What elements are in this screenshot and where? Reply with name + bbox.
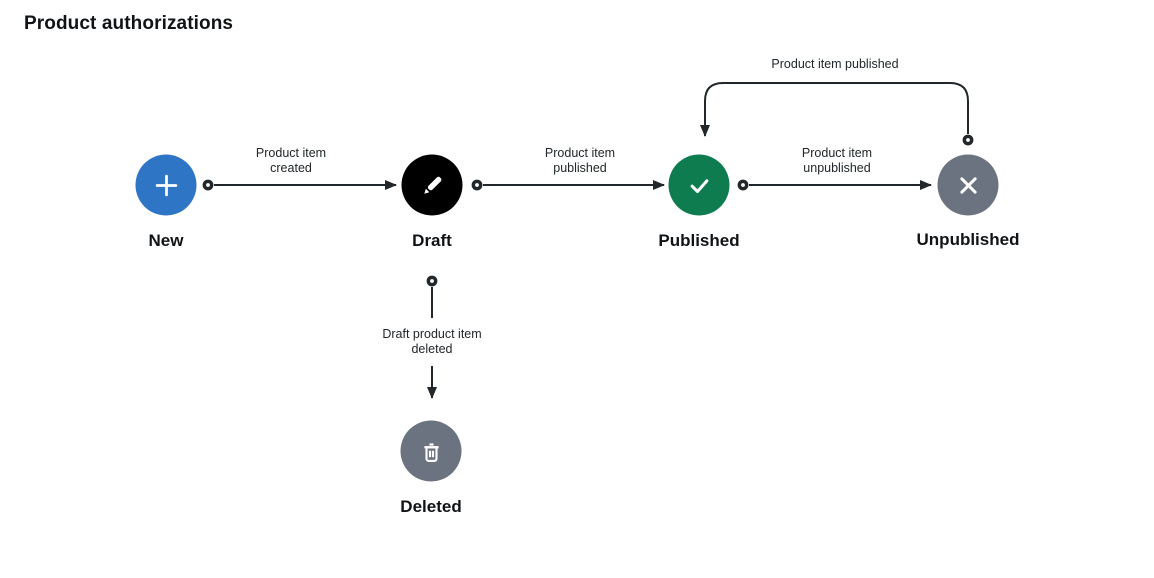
page-title: Product authorizations bbox=[24, 13, 234, 34]
edge-start-dot bbox=[962, 134, 974, 146]
edge-label-unpublished: Product item unpublished bbox=[801, 146, 873, 175]
trash-icon bbox=[416, 436, 446, 466]
edge-draft-published bbox=[471, 179, 665, 191]
node-published bbox=[668, 154, 730, 216]
node-label-published: Published bbox=[658, 231, 740, 250]
edge-new-draft bbox=[202, 179, 397, 191]
node-draft bbox=[401, 154, 463, 216]
node-label-new: New bbox=[148, 231, 184, 250]
edge-label-deleted: Draft product item deleted bbox=[382, 327, 482, 356]
edge-unpublished-published bbox=[700, 82, 974, 146]
node-deleted bbox=[400, 420, 462, 482]
close-icon bbox=[952, 169, 984, 201]
plus-icon bbox=[151, 170, 181, 200]
check-icon bbox=[683, 169, 715, 201]
node-label-deleted: Deleted bbox=[400, 497, 462, 516]
node-new bbox=[135, 154, 197, 216]
edge-label-republished: Product item published bbox=[771, 57, 899, 71]
node-label-unpublished: Unpublished bbox=[916, 230, 1020, 249]
edge-start-dot bbox=[426, 275, 438, 287]
edge-start-dot bbox=[202, 179, 214, 191]
edge-start-dot bbox=[471, 179, 483, 191]
node-label-draft: Draft bbox=[412, 231, 452, 250]
node-unpublished bbox=[937, 154, 999, 216]
edge-label-created: Product item created bbox=[255, 146, 327, 175]
edge-label-published: Product item published bbox=[544, 146, 616, 175]
edge-published-unpublished bbox=[737, 179, 932, 191]
pencil-icon bbox=[417, 170, 447, 200]
edge-start-dot bbox=[737, 179, 749, 191]
